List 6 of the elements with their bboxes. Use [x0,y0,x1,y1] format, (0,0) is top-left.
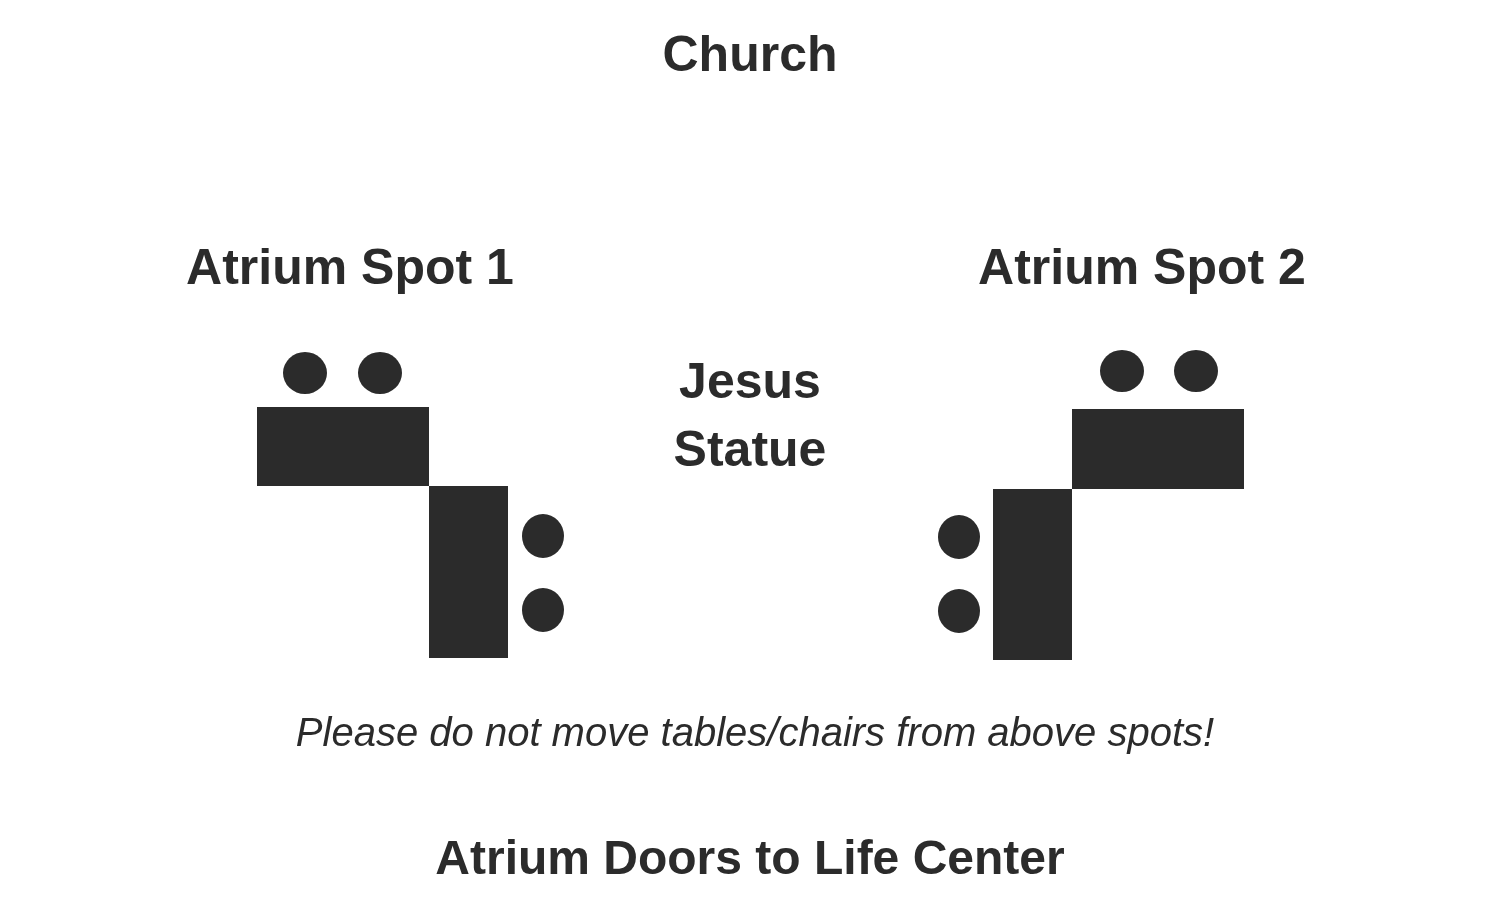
note-text: Please do not move tables/chairs from above spots! [295,709,1215,756]
area-label: Atrium Spot 2 [978,238,1306,298]
statue-label: Jesus Statue [672,351,828,478]
area-label: Atrium Spot 1 [186,238,514,298]
doors-label: Atrium Doors to Life Center [435,829,1065,886]
heading: Church [662,25,838,85]
